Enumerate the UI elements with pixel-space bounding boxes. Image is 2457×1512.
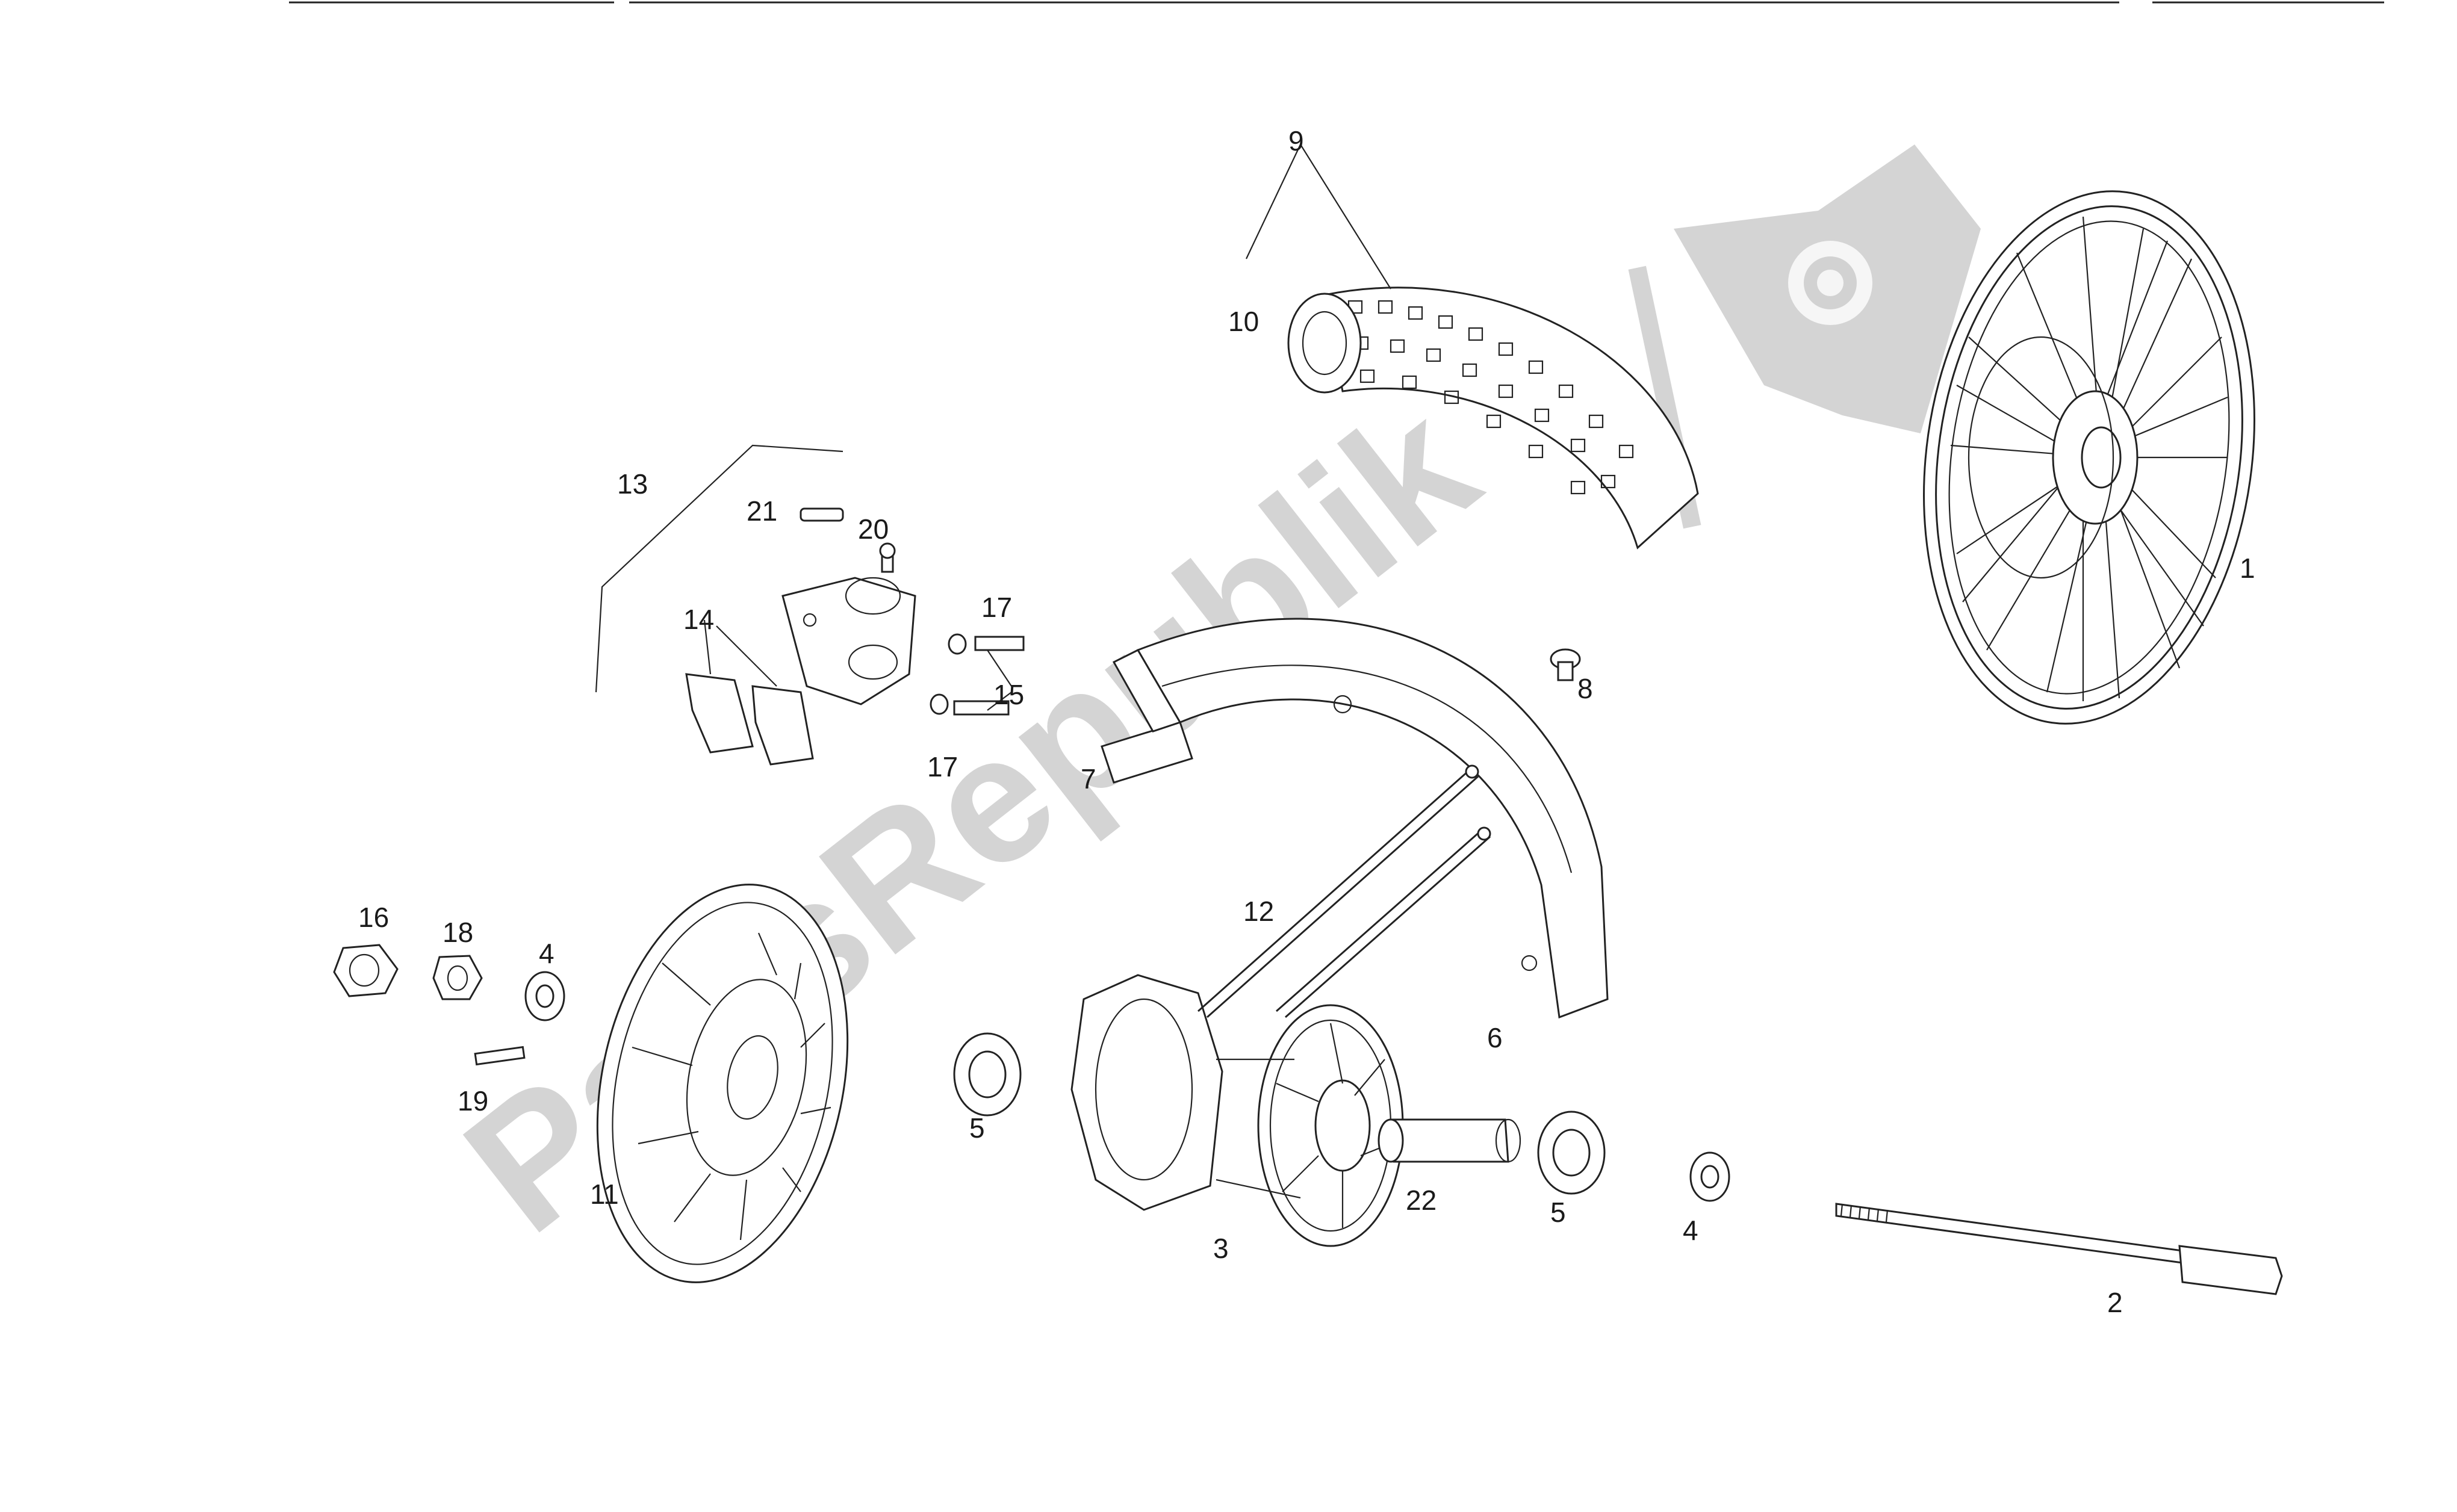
part-label-16: 16	[358, 902, 389, 933]
part-label-3: 3	[1213, 1233, 1229, 1264]
mudguard	[1101, 618, 1609, 1019]
part-label-7: 7	[1081, 763, 1096, 795]
bleed-screw	[879, 542, 896, 573]
part-label-4b: 4	[1683, 1215, 1698, 1246]
part-label-6: 6	[1487, 1022, 1503, 1053]
axle-nut	[333, 944, 399, 997]
brake-pads	[685, 673, 814, 766]
part-label-2: 2	[2107, 1287, 2123, 1318]
part-label-1: 1	[2240, 553, 2255, 584]
brake-disc	[596, 884, 849, 1283]
part-label-11: 11	[590, 1179, 619, 1210]
hex-nut	[432, 955, 483, 1000]
part-label-5b: 5	[1550, 1197, 1566, 1228]
spokes	[1197, 764, 1491, 1018]
wheel-hub	[1070, 974, 1404, 1247]
part-label-20: 20	[858, 513, 889, 545]
part-label-9: 9	[1288, 125, 1304, 156]
part-label-5a: 5	[969, 1112, 985, 1144]
bearing-left	[953, 1032, 1022, 1117]
part-label-17a: 17	[981, 592, 1012, 623]
part-label-4a: 4	[539, 938, 554, 969]
part-label-10: 10	[1228, 306, 1259, 337]
wheel-axle	[1835, 1203, 2283, 1295]
washer-right	[1689, 1151, 1730, 1202]
part-label-14: 14	[683, 604, 714, 635]
part-label-13: 13	[617, 468, 648, 500]
spacer-tube	[1378, 1118, 1521, 1163]
part-label-17b: 17	[927, 751, 958, 782]
part-label-18: 18	[443, 917, 473, 948]
brake-caliper	[781, 577, 916, 705]
part-label-12: 12	[1243, 896, 1274, 927]
part-label-22: 22	[1406, 1185, 1437, 1216]
spoked-wheel	[1923, 190, 2255, 725]
tyre	[1287, 287, 1699, 550]
part-label-15: 15	[993, 679, 1024, 710]
mudguard-bolt	[1550, 648, 1581, 681]
part-label-21: 21	[747, 495, 777, 527]
caliper-pin	[800, 507, 844, 522]
part-label-8: 8	[1577, 673, 1593, 704]
part-label-19: 19	[458, 1085, 488, 1117]
caliper-bolt-upper	[948, 633, 1025, 655]
part-labels: 1 2 3 4 4 5 5 6 7 8 9 10 11 12 13 14 15 …	[358, 125, 2255, 1318]
disc-bolt	[474, 1046, 526, 1066]
bearing-right	[1537, 1111, 1606, 1195]
leader-lines	[595, 144, 1391, 711]
washer-left	[524, 971, 565, 1021]
